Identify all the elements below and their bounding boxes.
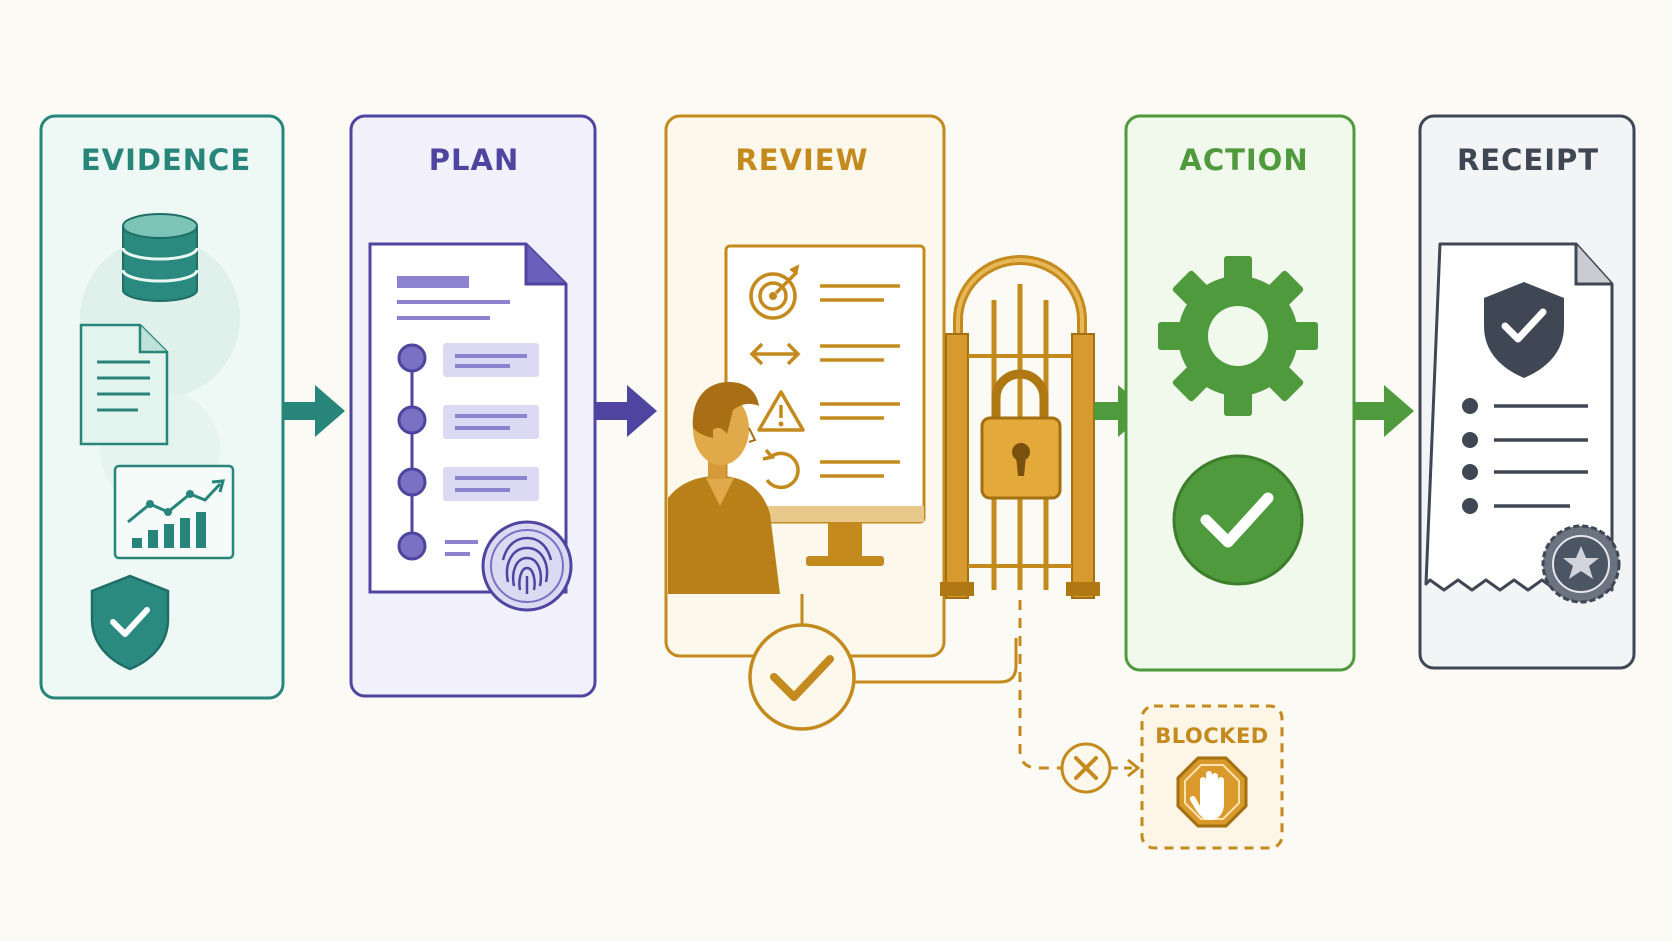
stop-hand-icon	[1176, 756, 1248, 828]
evidence-panel: EVIDENCE	[39, 114, 285, 700]
reviewer-person-icon	[668, 382, 780, 594]
receipt-panel: RECEIPT	[1418, 114, 1636, 670]
approved-check-icon	[748, 623, 856, 731]
target-icon	[749, 264, 800, 320]
arrow-evidence-to-plan	[283, 385, 345, 437]
action-panel: ACTION	[1124, 114, 1356, 672]
blocked-box: BLOCKED	[1140, 704, 1284, 850]
shield-check-icon	[1484, 282, 1564, 378]
success-check-icon	[1172, 454, 1304, 586]
document-icon	[79, 323, 169, 446]
swap-arrows-icon	[749, 342, 801, 366]
receipt-document-icon	[1424, 242, 1614, 592]
bar-chart-icon	[113, 464, 235, 560]
warning-icon	[757, 390, 805, 432]
review-title: REVIEW	[735, 143, 868, 177]
blocked-title: BLOCKED	[1155, 724, 1268, 748]
arrow-action-to-receipt	[1354, 385, 1414, 437]
review-panel: REVIEW	[664, 114, 1018, 731]
action-title: ACTION	[1179, 143, 1308, 177]
fingerprint-icon	[481, 520, 573, 612]
arrow-plan-to-review	[595, 385, 657, 437]
gear-icon	[1158, 256, 1318, 416]
padlock-icon	[980, 369, 1062, 500]
plan-document-icon	[368, 242, 568, 594]
plan-title: PLAN	[429, 143, 519, 177]
undo-icon	[762, 448, 800, 490]
shield-check-icon	[90, 574, 170, 671]
evidence-title: EVIDENCE	[81, 143, 251, 177]
database-icon	[121, 213, 199, 302]
plan-panel: PLAN	[349, 114, 597, 698]
seal-star-icon	[1541, 524, 1621, 604]
receipt-title: RECEIPT	[1457, 143, 1599, 177]
blocked-path	[1018, 600, 1141, 794]
reject-x-icon	[1060, 742, 1112, 794]
